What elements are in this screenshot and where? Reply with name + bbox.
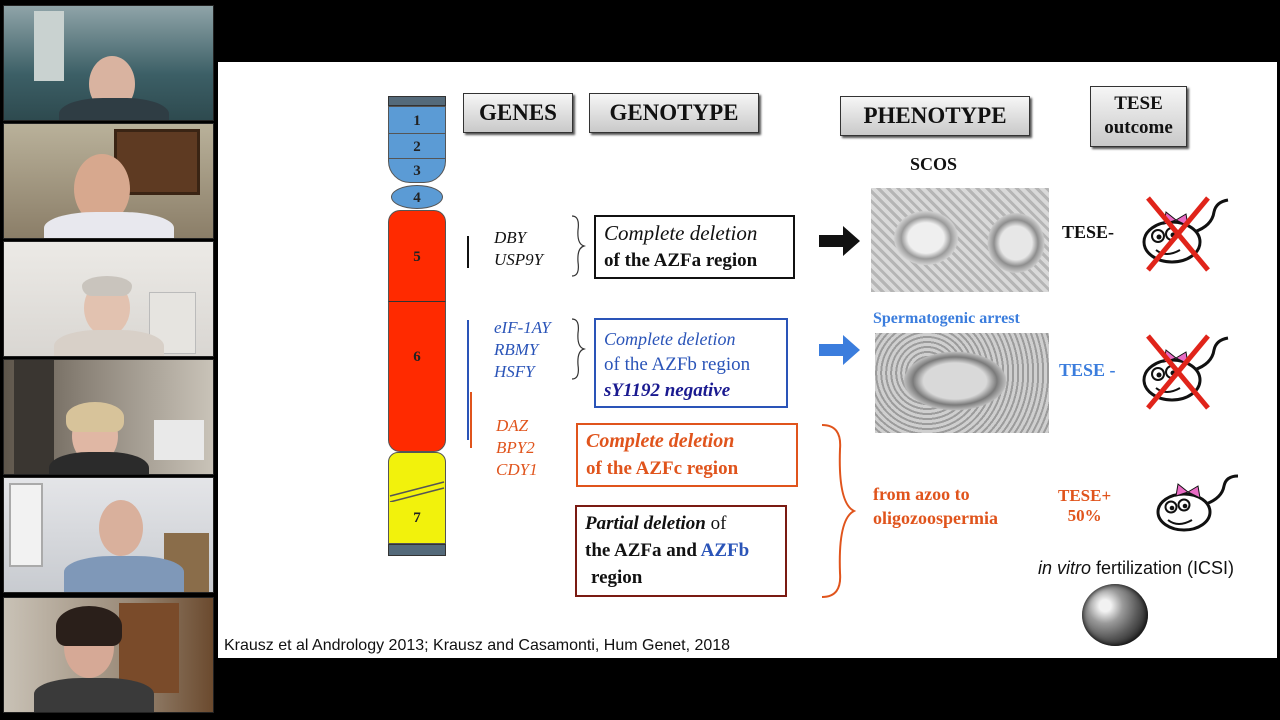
- ivf-label: in vitro fertilization (ICSI): [1038, 558, 1234, 579]
- arrest-label: Spermatogenic arrest: [873, 310, 1020, 327]
- chromosome-bottom-cap: [388, 544, 446, 556]
- scos-label: SCOS: [910, 154, 958, 174]
- participant-tile[interactable]: [3, 241, 214, 357]
- chromosome-band-3: 3: [388, 158, 446, 183]
- citation: Krausz et al Andrology 2013; Krausz and …: [224, 637, 731, 654]
- genotype-header: GENOTYPE: [589, 93, 759, 133]
- chromosome-top-cap: [388, 96, 446, 106]
- scos-histology-image: [871, 188, 1049, 292]
- gene-hsfy: HSFY: [494, 362, 535, 381]
- participant-tile[interactable]: [3, 477, 214, 593]
- azfb-arrow-icon: [819, 335, 860, 365]
- azfa-arrow-icon: [819, 226, 860, 256]
- shared-slide: GENES GENOTYPE PHENOTYPE TESE outcome 1 …: [218, 62, 1277, 658]
- azfc-partial-brace: [821, 424, 857, 598]
- azfc-genotype-line1: Complete deletion: [586, 430, 735, 452]
- chromosome-band-6: 6: [388, 302, 446, 452]
- chromosome-band-4: 4: [391, 185, 443, 209]
- sperm-icon-crossed: [1142, 196, 1229, 272]
- participant-tile[interactable]: [3, 359, 214, 475]
- chromosome-band-5: 5: [388, 210, 446, 302]
- chromosome-band-lines: [389, 481, 445, 502]
- azfc-marker: [470, 392, 472, 448]
- sperm-icon: [1156, 474, 1239, 532]
- participant-tile[interactable]: [3, 123, 214, 239]
- azfa-genotype-box: Complete deletion of the AZFa region: [594, 215, 795, 279]
- azfa-marker: [467, 236, 469, 268]
- embryo-image: [1082, 584, 1148, 646]
- azfa-brace: [571, 215, 586, 277]
- azfb-brace: [571, 318, 586, 380]
- azfa-genotype-line1: Complete deletion: [604, 221, 758, 245]
- azfb-genotype-box: Complete deletion of the AZFb region sY1…: [594, 318, 788, 408]
- tese-header-line1: TESE: [1114, 93, 1163, 114]
- azfa-genotype-line2: of the AZFa region: [604, 250, 758, 271]
- azfc-tese-line2: 50%: [1067, 506, 1102, 525]
- azfc-genotype-line2: of the AZFc region: [586, 458, 739, 479]
- participant-tile[interactable]: [3, 5, 214, 121]
- partial-line1-italic: Partial deletion: [585, 513, 706, 534]
- participant-tile[interactable]: [3, 597, 214, 713]
- tese-outcome-header: TESE outcome: [1090, 86, 1187, 147]
- azfb-marker: [467, 320, 469, 440]
- azfb-tese-result: TESE -: [1059, 360, 1116, 380]
- gene-usp9y: USP9Y: [494, 250, 544, 269]
- chromosome-band-7: 7: [388, 452, 446, 544]
- gene-eif1ay: eIF-1AY: [494, 318, 551, 337]
- ivf-italic: in vitro: [1038, 558, 1092, 578]
- azfa-gene-list: DBY USP9Y: [494, 227, 543, 271]
- azfc-phenotype: from azoo to oligozoospermia: [873, 482, 998, 530]
- sperm-icon-crossed: [1142, 334, 1229, 410]
- azfb-gene-list: eIF-1AY RBMY HSFY: [494, 317, 551, 383]
- partial-genotype-box: Partial deletion of the AZFa and AZFb re…: [575, 505, 787, 597]
- azfc-phenotype-line2: oligozoospermia: [873, 508, 998, 528]
- chromosome-band-2: 2: [388, 133, 446, 159]
- ivf-rest: fertilization (ICSI): [1091, 558, 1235, 578]
- gene-rbmy: RBMY: [494, 340, 539, 359]
- phenotype-header: PHENOTYPE: [840, 96, 1030, 136]
- partial-line2-a: the AZFa and: [585, 540, 701, 561]
- partial-line3: region: [591, 567, 643, 588]
- azfc-tese-line1: TESE+: [1058, 486, 1112, 505]
- chromosome-band-1: 1: [388, 106, 446, 134]
- gene-dby: DBY: [494, 228, 527, 247]
- partial-line2-b: AZFb: [700, 540, 750, 561]
- azfc-phenotype-line1: from azoo to: [873, 484, 970, 504]
- gene-cdy1: CDY1: [496, 460, 538, 479]
- azfb-genotype-line1: Complete deletion: [604, 329, 736, 349]
- azfc-gene-list: DAZ BPY2 CDY1: [496, 415, 538, 481]
- genes-header: GENES: [463, 93, 573, 133]
- arrest-histology-image: [875, 333, 1049, 433]
- azfb-genotype-line2: of the AZFb region: [604, 354, 751, 375]
- azfc-genotype-box: Complete deletion of the AZFc region: [576, 423, 798, 487]
- azfc-tese-result: TESE+ 50%: [1058, 486, 1111, 526]
- azfb-genotype-line3: sY1192 negative: [604, 380, 731, 401]
- tese-header-line2: outcome: [1104, 117, 1173, 138]
- gene-bpy2: BPY2: [496, 438, 535, 457]
- azfa-tese-result: TESE-: [1062, 222, 1115, 242]
- gene-daz: DAZ: [496, 416, 529, 435]
- partial-line1-rest: of: [705, 513, 727, 534]
